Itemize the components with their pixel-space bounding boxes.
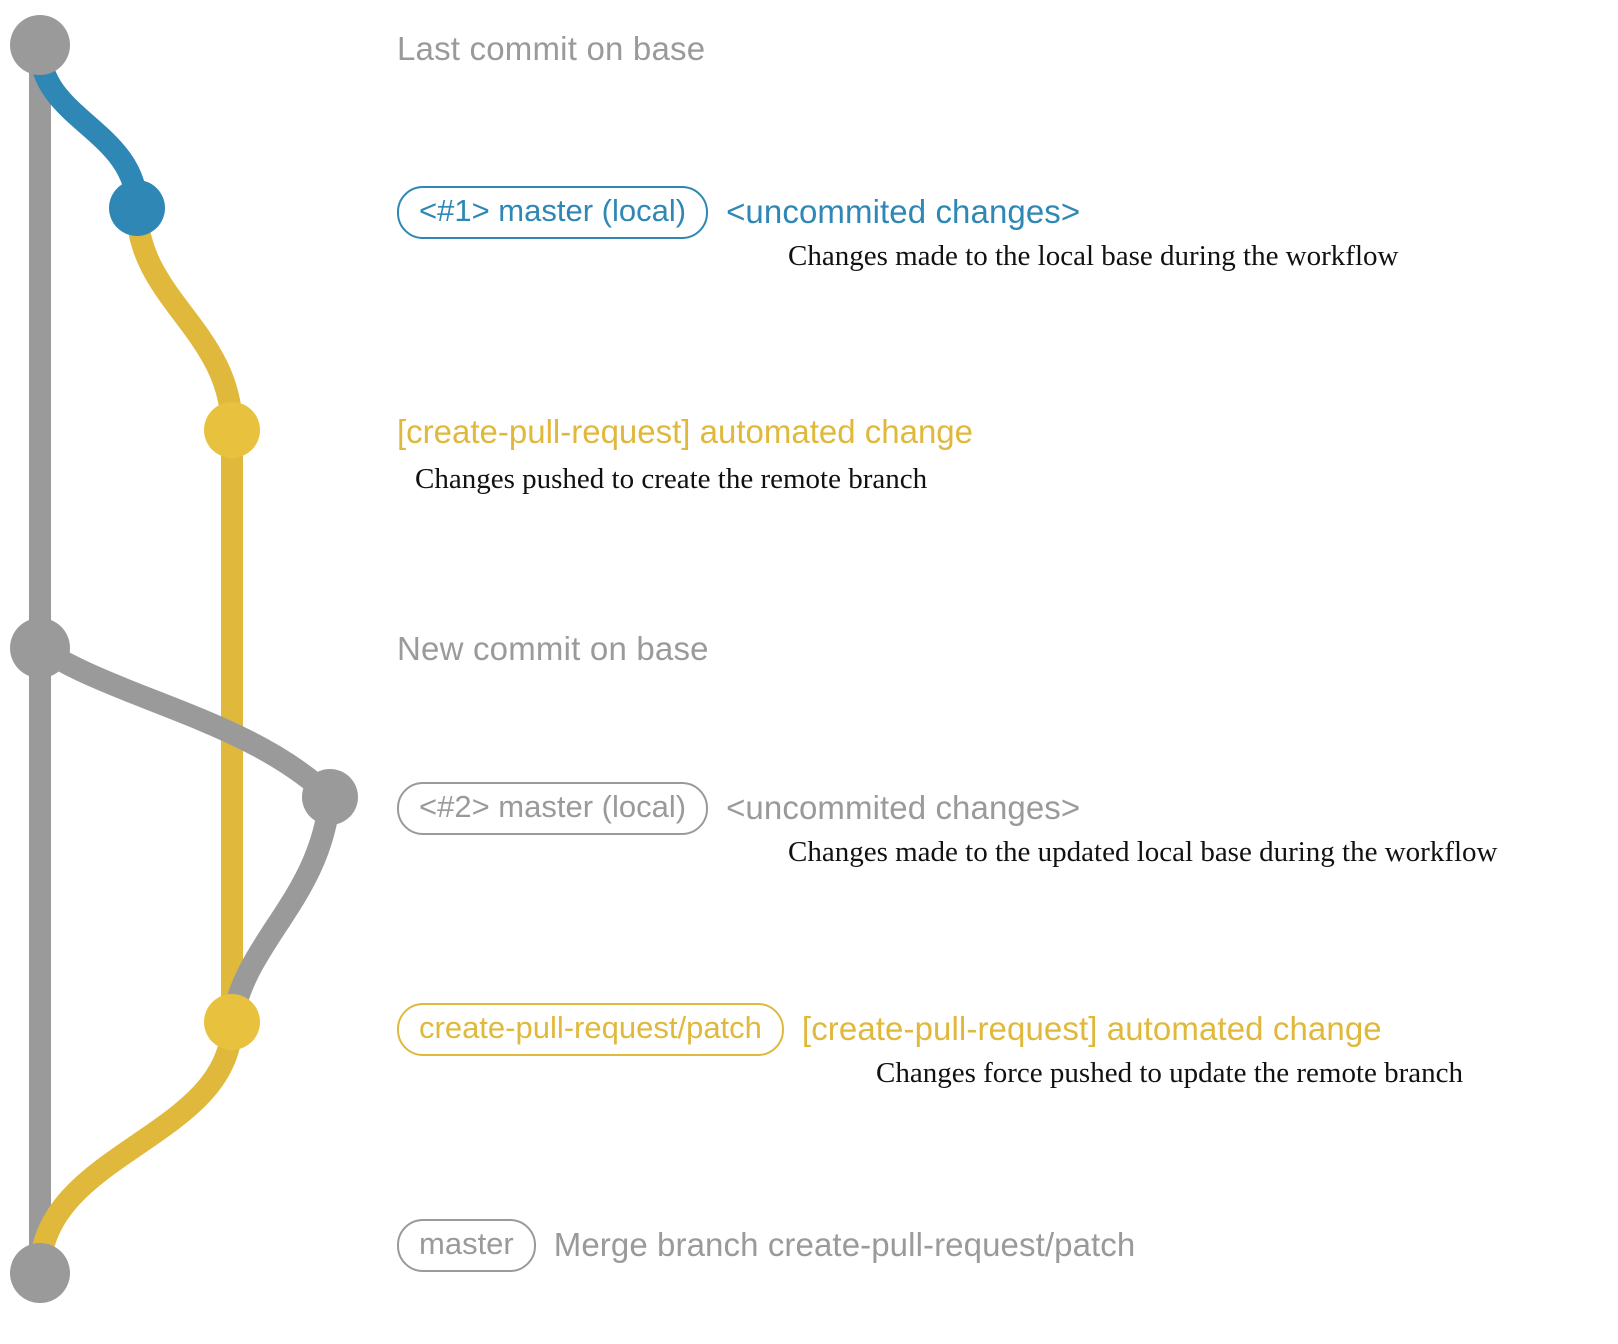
local-to-patch-line [221, 786, 341, 1033]
commit-node-merge[interactable] [10, 1243, 70, 1303]
patch-branch-line-upper [126, 197, 243, 441]
row-local-master-2: <#2> master (local) <uncommited changes> [397, 782, 1080, 835]
row-patch-branch: create-pull-request/patch [create-pull-r… [397, 1003, 1382, 1056]
ref-badge-local-master-2[interactable]: <#2> master (local) [397, 782, 709, 835]
commit-description-automated-change-1: Changes pushed to create the remote bran… [415, 463, 928, 495]
commit-description-local-master-2: Changes made to the updated local base d… [788, 836, 1498, 868]
row-new-commit-on-base: New commit on base [397, 630, 709, 668]
ref-badge-master[interactable]: master [397, 1219, 536, 1272]
commit-node-patch-2[interactable] [204, 994, 260, 1050]
commit-subject-local-master-1: <uncommited changes> [726, 193, 1081, 231]
row-last-commit-on-base: Last commit on base [397, 30, 705, 68]
commit-subject-local-master-2: <uncommited changes> [726, 789, 1081, 827]
commit-subject-patch-branch: [create-pull-request] automated change [801, 1010, 1382, 1048]
patch-merge-line [29, 1011, 243, 1284]
row-local-master-1: <#1> master (local) <uncommited changes> [397, 186, 1080, 239]
commit-node-base-new[interactable] [10, 618, 70, 678]
commit-node-local-change-2[interactable] [302, 769, 358, 825]
local-branch-line-2 [29, 637, 341, 808]
commit-subject-last-commit-on-base: Last commit on base [397, 30, 706, 67]
commit-subject-master-merge: Merge branch create-pull-request/patch [553, 1226, 1136, 1264]
ref-badge-local-master-1[interactable]: <#1> master (local) [397, 186, 709, 239]
commit-node-local-change-1[interactable] [109, 180, 165, 236]
local-branch-line-1 [29, 37, 148, 219]
git-graph [10, 15, 358, 1303]
commit-description-patch-branch: Changes force pushed to update the remot… [876, 1057, 1464, 1089]
commit-subject-automated-change-1: [create-pull-request] automated change [397, 413, 974, 450]
ref-badge-patch-branch[interactable]: create-pull-request/patch [397, 1003, 784, 1056]
commit-description-local-master-1: Changes made to the local base during th… [788, 240, 1399, 272]
commit-node-base-head[interactable] [10, 15, 70, 75]
commit-node-patch-1[interactable] [204, 402, 260, 458]
row-master-merge: master Merge branch create-pull-request/… [397, 1219, 1135, 1272]
commit-subject-new-commit-on-base: New commit on base [397, 630, 709, 667]
